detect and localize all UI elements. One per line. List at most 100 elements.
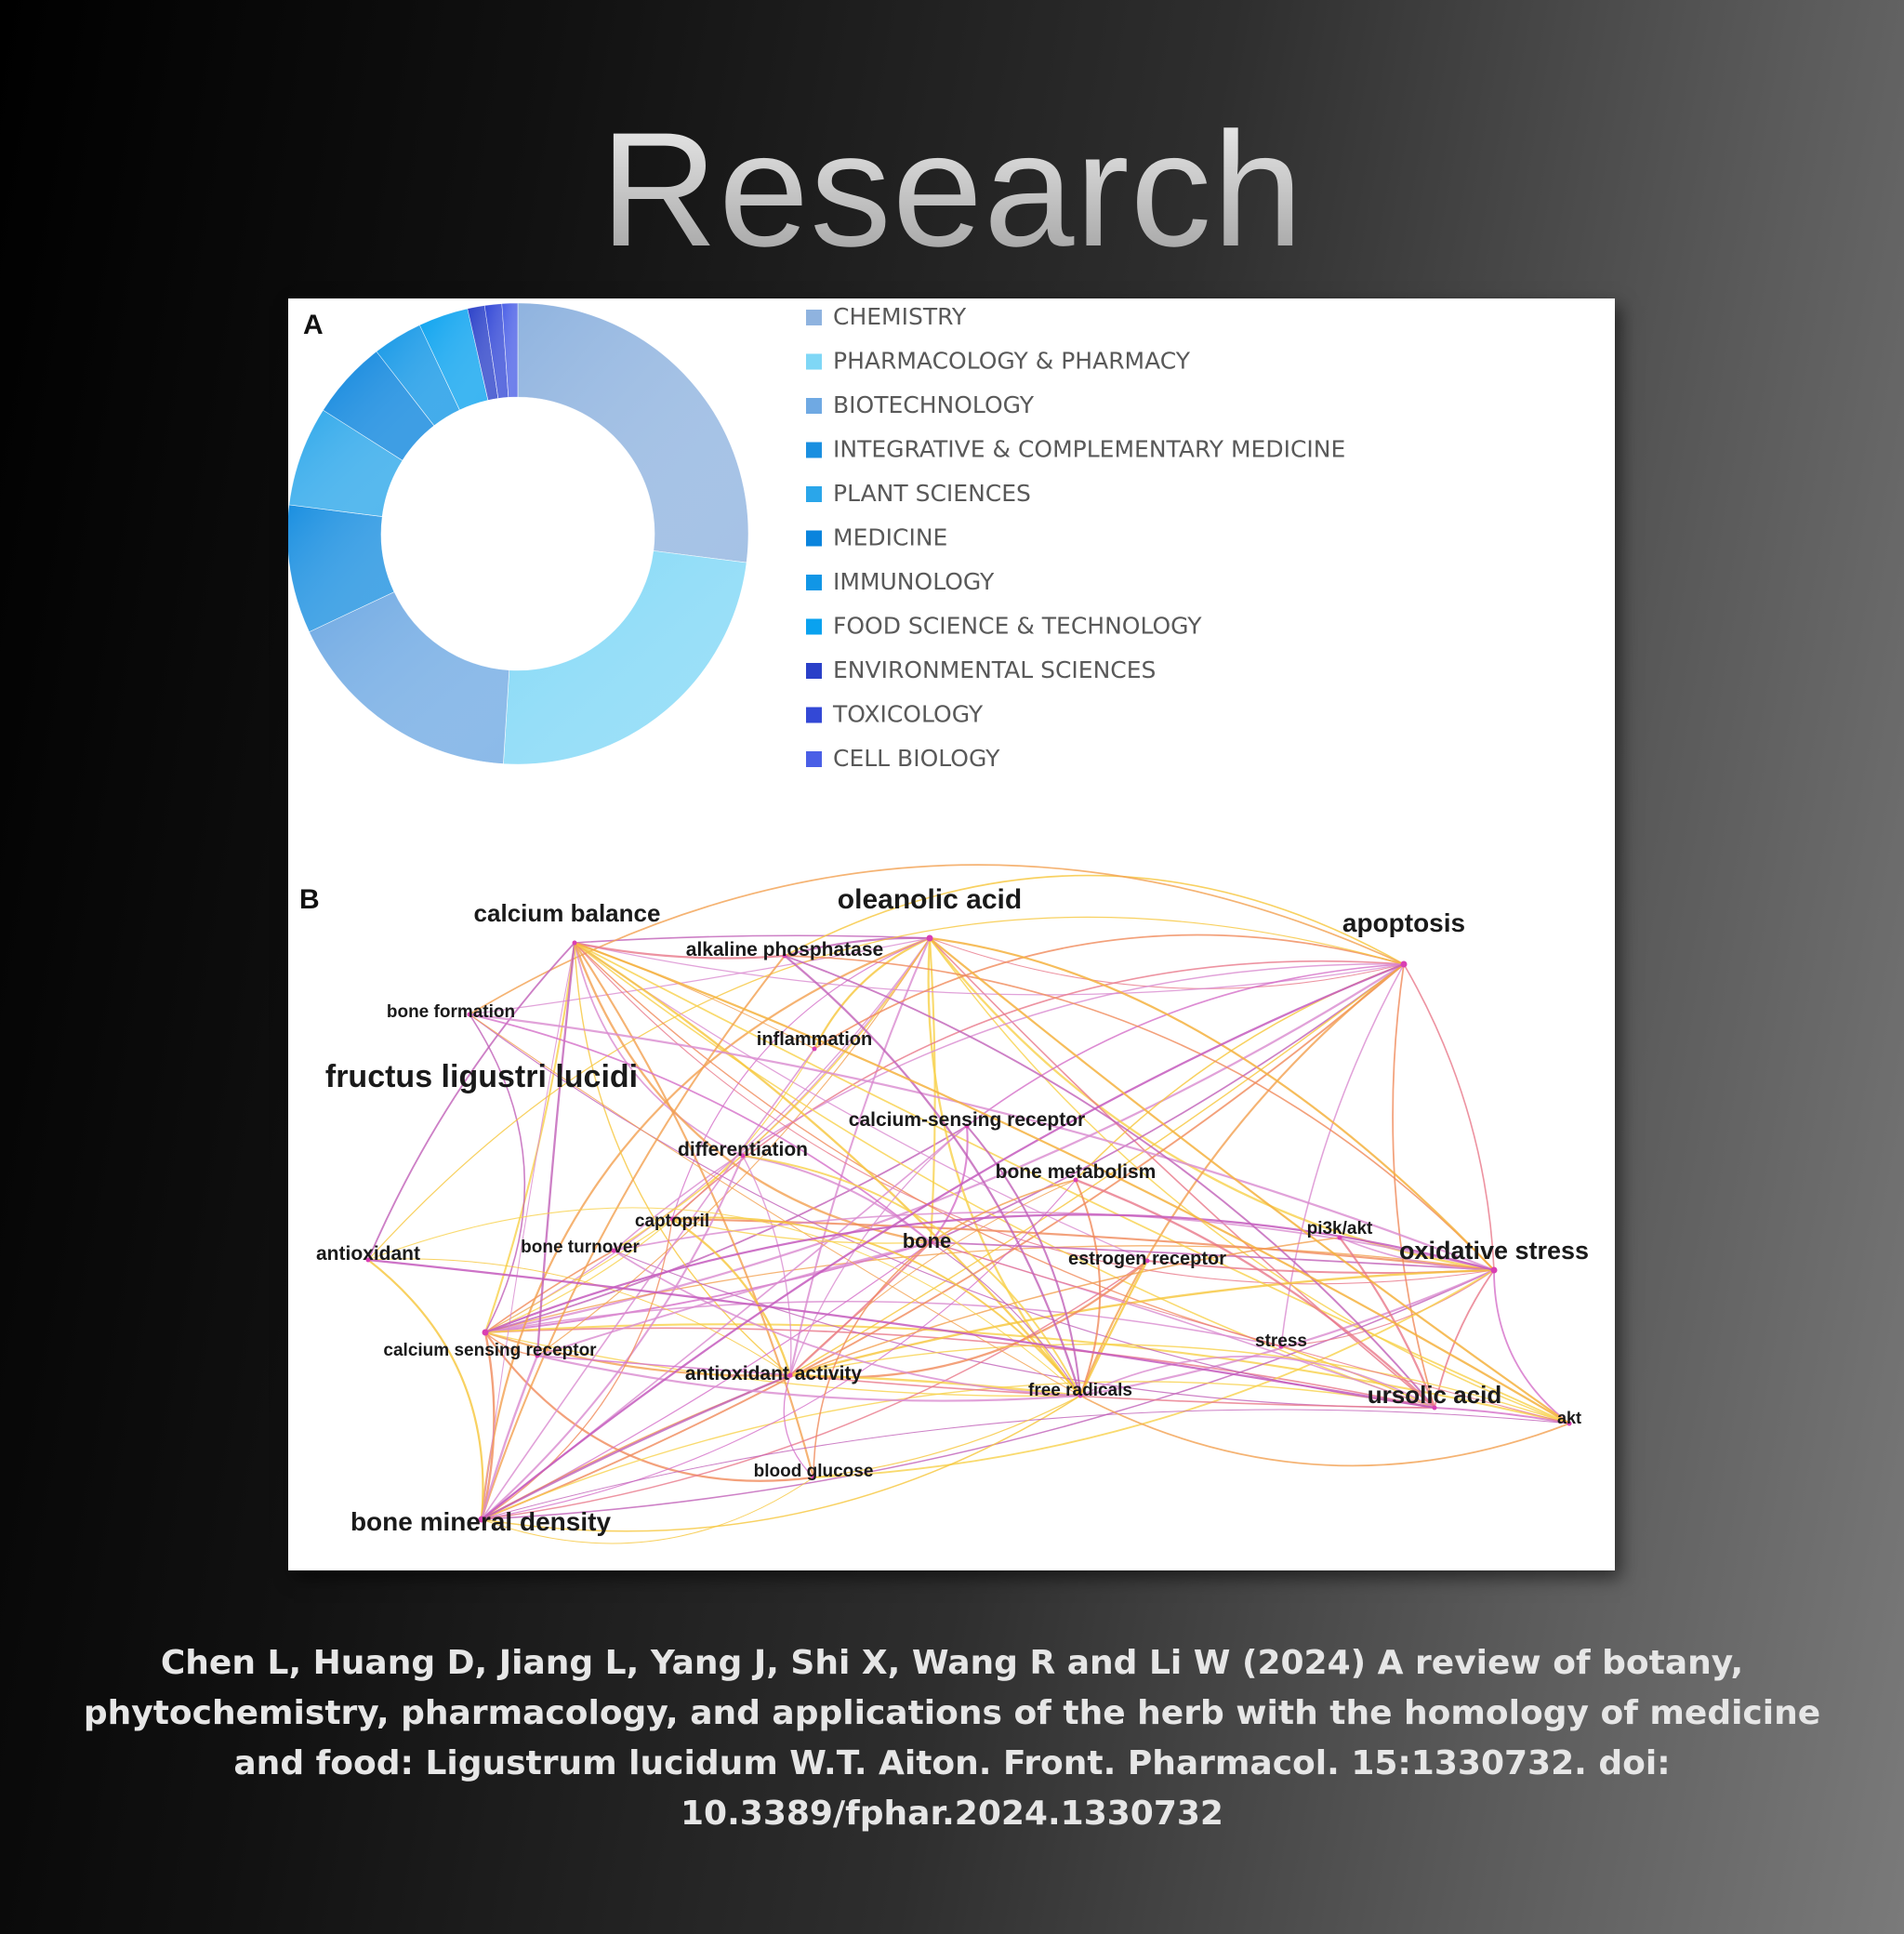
network-edge (536, 1355, 791, 1376)
legend-label-environmental-sciences: ENVIRONMENTAL SCIENCES (833, 656, 1156, 683)
network-node-bone (928, 1239, 933, 1245)
network-edge (574, 941, 1570, 1424)
network-label-akt: akt (1557, 1409, 1581, 1427)
legend-label-cell-biology: CELL BIOLOGY (833, 745, 1000, 772)
page-title: Research (0, 98, 1904, 284)
network-edge (367, 942, 575, 1261)
network-label-bone-turnover: bone turnover (521, 1238, 640, 1257)
legend-label-pharmacology-pharmacy: PHARMACOLOGY & PHARMACY (833, 348, 1191, 375)
network-label-apoptosis: apoptosis (1342, 908, 1465, 937)
network-node-antioxidant-activity (787, 1372, 793, 1378)
network-label-bone: bone (903, 1229, 952, 1252)
network-edges (367, 864, 1570, 1544)
network-edge (784, 874, 1405, 965)
network-node-alkaline-phosphatase (782, 953, 787, 959)
network-edge (469, 937, 931, 1015)
network-label-oxidative-stress: oxidative stress (1399, 1237, 1589, 1265)
legend-swatch-biotechnology (806, 398, 822, 414)
network-edge (1078, 1260, 1149, 1397)
legend-label-immunology: IMMUNOLOGY (833, 568, 995, 595)
network-edge (484, 963, 1405, 1334)
network-edge (481, 955, 786, 1520)
network-edge (742, 1155, 792, 1376)
network-edge (481, 1237, 1341, 1520)
network-node-captopril (669, 1216, 675, 1222)
network-edge (481, 1269, 1495, 1520)
network-edge (671, 1216, 1081, 1397)
network-edge (929, 937, 1570, 1424)
network-label-bone-metabolism: bone metabolism (996, 1161, 1157, 1183)
legend-swatch-cell-biology (806, 751, 822, 767)
legend-label-food-science-technology: FOOD SCIENCE & TECHNOLOGY (833, 613, 1202, 640)
panel-label-b: B (299, 884, 320, 915)
network-edge (813, 1269, 1495, 1478)
network-label-estrogen-receptor: estrogen receptor (1068, 1249, 1226, 1269)
network-edge (1079, 1395, 1570, 1467)
network-edge (929, 937, 1405, 989)
network-edge (481, 1409, 1570, 1520)
network-edge (930, 963, 1405, 1243)
network-edge (481, 1048, 815, 1520)
network-label-antioxidant-activity: antioxidant activity (685, 1363, 863, 1384)
network-edge (929, 937, 1435, 1409)
network-edge (1079, 1269, 1495, 1398)
network-edge (480, 1331, 496, 1520)
network-label-calcium-sensing-receptor: calcium sensing receptor (383, 1341, 597, 1360)
network-edge (742, 1155, 1081, 1397)
network-edge (574, 942, 1495, 1285)
donut-slice-shade-food-science-technology (419, 308, 488, 410)
network-edge (789, 1374, 1435, 1409)
network-edge (536, 1241, 932, 1357)
legend-label-medicine: MEDICINE (833, 524, 947, 551)
network-node-oleanolic-acid (926, 934, 933, 942)
network-edge (813, 1241, 932, 1478)
legend-swatch-medicine (806, 530, 822, 547)
network-edge (367, 1258, 791, 1376)
network-edge (481, 1373, 791, 1521)
donut-slice-shade-environmental-sciences (467, 305, 498, 401)
network-edge (613, 1250, 1081, 1397)
network-edge (1434, 1269, 1495, 1409)
network-edge (481, 1477, 814, 1544)
network-edge (613, 1211, 1495, 1271)
network-edge (671, 1217, 1495, 1272)
legend-swatch-environmental-sciences (806, 663, 822, 679)
network-edge (574, 942, 744, 1157)
network-edge (930, 1241, 1570, 1424)
network-edge (469, 1013, 932, 1243)
network-edge (742, 1154, 932, 1243)
network-edge (484, 1125, 968, 1333)
network-edge (813, 1395, 1081, 1478)
network-edge (966, 963, 1405, 1127)
network-edge (536, 937, 931, 1357)
network-edge (484, 1300, 1282, 1347)
legend-label-integrative-complementary-medicine: INTEGRATIVE & COMPLEMENTARY MEDICINE (833, 436, 1345, 463)
network-edge (929, 937, 1570, 1424)
network-label-calcium-sensing-receptor: calcium-sensing receptor (849, 1109, 1085, 1131)
network-edge (1075, 1178, 1435, 1409)
network-edge (784, 936, 931, 958)
network-edge (784, 955, 1435, 1409)
donut-slice-shade-pharmacology-pharmacy (503, 550, 747, 764)
network-edge (930, 1179, 1077, 1243)
network-edge (671, 937, 931, 1220)
network-node-pi3k-akt (1337, 1235, 1342, 1240)
network-label-stress: stress (1255, 1331, 1307, 1351)
network-edge (929, 936, 1495, 1271)
donut-slice-shade-chemistry (518, 303, 748, 563)
network-label-fructus-ligustri-lucidi: fructus ligustri lucidi (325, 1059, 638, 1094)
network-edge (484, 1213, 1495, 1334)
donut-slice-shade-biotechnology (309, 591, 509, 764)
network-edge (671, 1218, 932, 1244)
legend-swatch-immunology (806, 575, 822, 590)
network-label-blood-glucose: blood glucose (754, 1462, 874, 1481)
network-node-fructus-ligustri-lucidi (482, 1329, 489, 1336)
network-edge (574, 942, 1570, 1424)
network-edge (574, 941, 786, 960)
network-node-calcium-balance (572, 940, 577, 946)
network-edge (574, 942, 791, 1376)
network-edge (789, 1344, 1570, 1424)
network-edge (469, 1013, 1495, 1272)
network-edge (469, 1013, 1081, 1397)
